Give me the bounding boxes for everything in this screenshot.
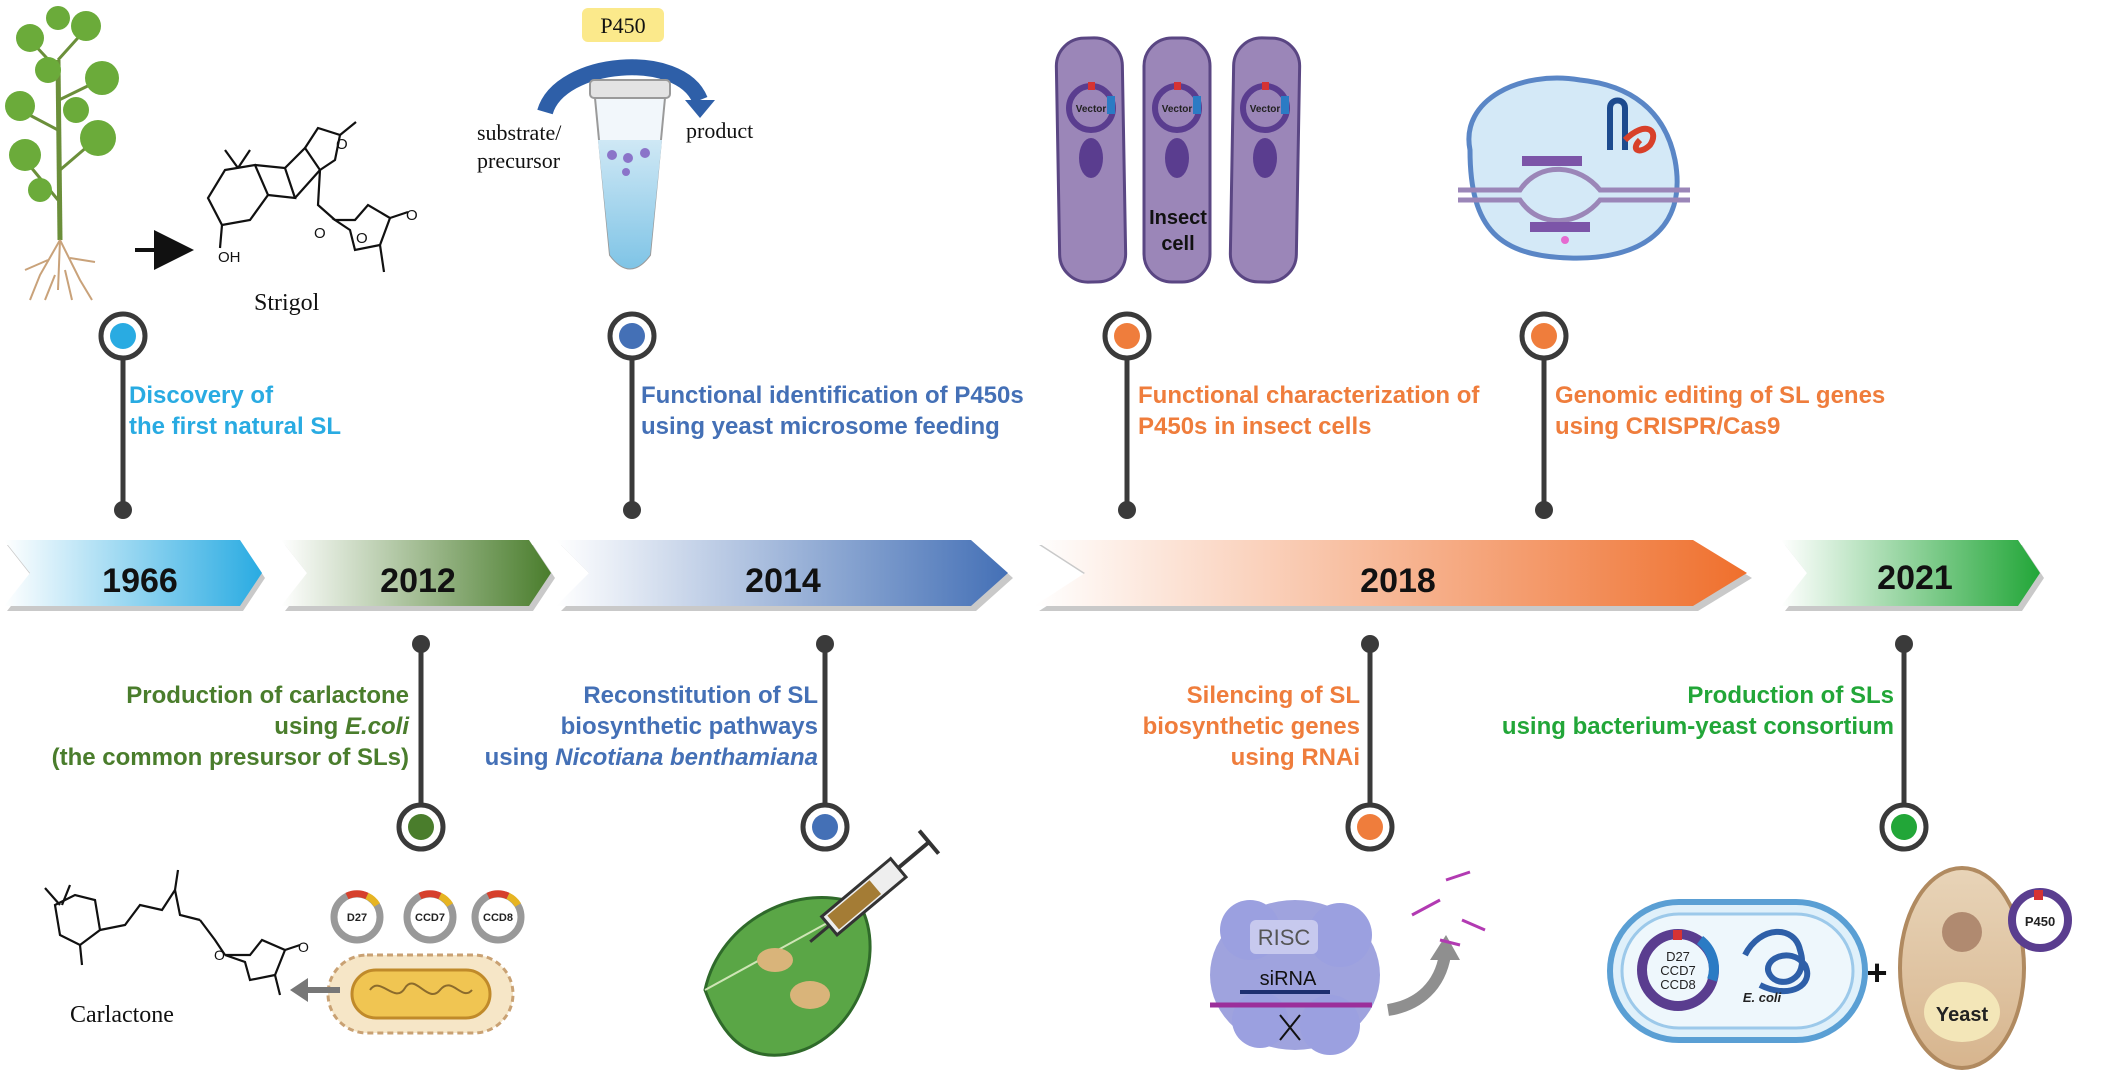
yeast-illustration	[1898, 866, 2072, 1070]
year-label: 2012	[380, 562, 456, 600]
timeline-pin-top	[607, 311, 657, 519]
substrate-label: precursor	[477, 148, 561, 173]
reaction-arrow	[537, 59, 708, 116]
timeline-pin-bottom	[396, 635, 446, 852]
plasmid-icon	[403, 890, 457, 944]
insect-cell-label: Insect	[1149, 207, 1207, 229]
atom-label: O	[356, 230, 368, 247]
event-text-line: biosynthetic pathways	[560, 713, 818, 740]
plasmid-label: D27	[347, 912, 367, 924]
event-text-line: biosynthetic genes	[1142, 713, 1360, 740]
event-crispr: Genomic editing of SL genes using CRISPR…	[1555, 380, 1885, 442]
p450-tag-label: P450	[600, 13, 645, 38]
carlactone-label: Carlactone	[70, 1002, 174, 1028]
risc-complex-illustration	[1210, 900, 1380, 1055]
event-text-line: Functional identification of P450s	[641, 382, 1024, 409]
ecoli-label: E. coli	[1743, 990, 1782, 1005]
event-text-line: Production of SLs	[1687, 682, 1894, 709]
event-text-line: using yeast microsome feeding	[641, 413, 1000, 440]
p450-tag	[582, 8, 664, 42]
event-discovery: Discovery of the first natural SL	[129, 380, 341, 442]
event-yeast-microsome: Functional identification of P450s using…	[641, 380, 1024, 442]
plasmid-label: D27	[1666, 949, 1690, 964]
timeline-pin-bottom	[1879, 635, 1929, 852]
test-tube-illustration	[589, 79, 671, 270]
plasmid-label: P450	[2025, 914, 2055, 929]
atom-label: O	[406, 207, 418, 224]
event-text-line: using Nicotiana benthamiana	[484, 744, 818, 771]
product-label: product	[686, 118, 753, 143]
plasmid-label: CCD7	[1660, 963, 1695, 978]
event-carlactone: Production of carlactone using E.coli (t…	[20, 680, 409, 773]
event-rnai: Silencing of SL biosynthetic genes using…	[1060, 680, 1360, 773]
atom-label: O	[298, 939, 309, 955]
substrate-label: substrate/	[477, 120, 562, 145]
strigol-label: Strigol	[254, 290, 320, 316]
event-text-line: Production of carlactone	[126, 682, 409, 709]
vector-label: Vector	[1162, 104, 1193, 115]
vector-label: Vector	[1076, 104, 1107, 115]
event-insect-cells: Functional characterization of P450s in …	[1138, 380, 1479, 442]
year-arrow-2021	[1781, 540, 2044, 611]
event-consortium: Production of SLs using bacterium-yeast …	[1430, 680, 1894, 742]
event-text-line: Reconstitution of SL	[583, 682, 818, 709]
atom-label: OH	[218, 249, 241, 266]
year-arrow-1966	[4, 540, 265, 611]
insect-cell-illustration	[1054, 36, 1302, 284]
vector-label: Vector	[1250, 104, 1281, 115]
sirna-label: siRNA	[1260, 968, 1317, 990]
plasmid-icon	[471, 890, 525, 944]
insect-cell-label: cell	[1161, 233, 1194, 255]
timeline-pin-top	[1519, 311, 1569, 519]
year-arrow-2014	[556, 540, 1013, 611]
leaf-illustration	[703, 896, 872, 1057]
bacterium-illustration	[326, 953, 515, 1035]
rna-fragments	[1411, 870, 1486, 947]
arrow-icon	[685, 100, 715, 118]
event-text-line: Genomic editing of SL genes	[1555, 382, 1886, 409]
crispr-cell-illustration	[1458, 75, 1690, 261]
timeline-pin-bottom	[1345, 635, 1395, 852]
event-text-line: P450s in insect cells	[1138, 413, 1372, 440]
plasmid-label: CCD7	[415, 912, 445, 924]
plant-illustration	[5, 6, 119, 301]
arrow-icon	[1386, 953, 1451, 1016]
year-label: 2018	[1360, 562, 1436, 600]
carlactone-structure	[44, 869, 301, 996]
syringe-illustration	[809, 829, 941, 943]
timeline-pin-top	[1102, 311, 1152, 519]
plasmid-icon	[330, 890, 384, 944]
risc-label: RISC	[1258, 925, 1311, 950]
year-label: 1966	[102, 562, 178, 600]
atom-label: O	[336, 136, 348, 153]
event-text-line: using RNAi	[1230, 744, 1360, 771]
event-text-line: using CRISPR/Cas9	[1555, 413, 1781, 440]
timeline-pin-bottom	[800, 635, 850, 852]
atom-label: O	[214, 947, 225, 963]
event-text-line: using E.coli	[274, 713, 409, 740]
ecoli-illustration	[1607, 899, 1868, 1043]
plus-sign: +	[1866, 952, 1887, 993]
event-text-line: Silencing of SL	[1186, 682, 1360, 709]
yeast-label: Yeast	[1936, 1004, 1989, 1026]
atom-label: O	[314, 225, 326, 242]
event-nicotiana: Reconstitution of SL biosynthetic pathwa…	[440, 680, 818, 773]
event-text-line: using bacterium-yeast consortium	[1501, 713, 1894, 740]
year-label: 2014	[745, 562, 821, 600]
strigol-structure	[206, 121, 409, 273]
plasmid-label: CCD8	[483, 912, 513, 924]
arrow-icon	[290, 978, 308, 1002]
plasmid-label: CCD8	[1660, 977, 1695, 992]
event-text-line: Functional characterization of	[1138, 382, 1480, 409]
year-label: 2021	[1877, 559, 1953, 597]
event-text-line: Discovery of	[129, 382, 274, 409]
timeline-pin-top	[98, 311, 148, 519]
event-text-line: (the common presursor of SLs)	[51, 744, 409, 771]
event-text-line: the first natural SL	[129, 413, 342, 440]
year-arrow-2012	[281, 540, 555, 611]
arrow-icon	[1430, 935, 1460, 960]
year-arrow-2018	[1034, 540, 1752, 611]
